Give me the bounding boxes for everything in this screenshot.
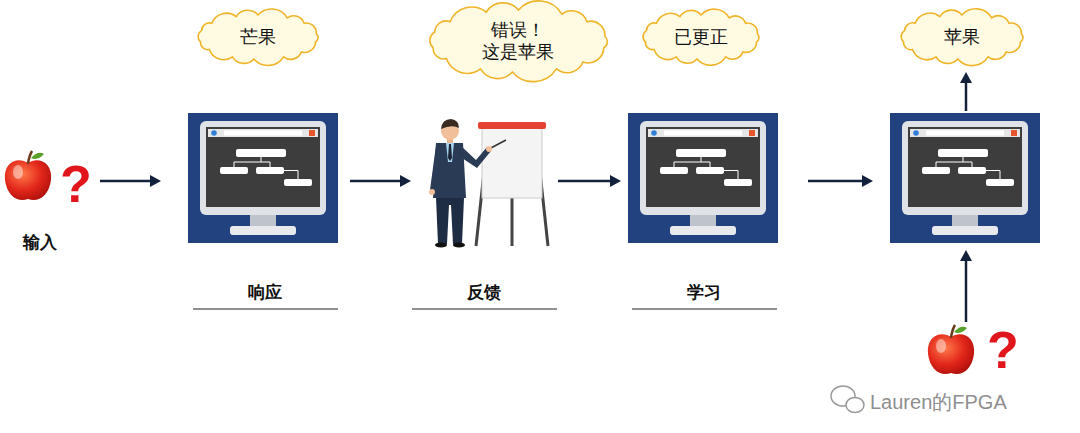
flow-arrow [960,72,972,111]
apple-icon [928,325,974,374]
cloud-outline [643,9,759,65]
speech-cloud: 错误！ 这是苹果 [422,1,615,81]
flow-arrow [558,180,612,183]
teacher-figure [511,195,514,246]
flow-arrow [965,81,968,111]
question-mark: ? [60,153,92,215]
cloud-text: 已更正 [674,26,728,49]
speech-cloud: 苹果 [893,6,1031,68]
teacher-figure [429,189,435,195]
flow-arrow [960,250,972,322]
monitor-icon [890,113,1040,243]
flow-arrow [965,259,968,322]
cloud-text-group: 芒果 [240,26,276,49]
teacher-figure [453,243,465,248]
watermark-icon [846,398,864,413]
caption-underline [193,309,777,310]
flow-arrow [350,175,411,187]
step-caption: 反馈 [467,283,501,303]
flow-arrow [960,250,972,261]
cloud-outline [429,1,606,82]
flow-arrow [100,180,152,183]
caption-underline [632,308,777,309]
teacher-figure [459,146,491,168]
cloud-text-group: 错误！ 这是苹果 [481,19,555,64]
caption-underline [193,308,338,309]
watermark: Lauren的FPGA [870,390,1007,414]
teacher-figure [435,243,447,248]
monitor-icon [628,113,778,243]
teacher-figure [441,119,459,129]
flow-arrow [100,175,161,187]
cloud-text: 错误！ 这是苹果 [481,19,555,64]
teacher-figure [448,144,452,161]
monitor-icon [188,113,338,243]
flow-arrow [808,175,873,187]
monitor-icon [628,113,778,243]
flow-arrow [400,175,411,187]
teacher-figure [446,143,454,162]
cloud-text: 芒果 [240,26,276,49]
teacher-figure [482,128,542,198]
step-caption: 响应 [248,283,282,303]
monitor-icon [188,113,338,243]
flow-arrow [808,180,864,183]
flow-arrow [150,175,161,187]
speech-cloud: 已更正 [635,6,767,68]
speech-cloud: 芒果 [190,6,326,68]
apple-icon [5,151,51,200]
flow-arrow [558,175,621,187]
apple-icon [5,151,51,200]
teacher-figure [478,122,546,129]
teacher-figure [430,145,441,191]
cloud-text-group: 苹果 [944,26,980,49]
flow-arrow [862,175,873,187]
question-mark: ? [987,319,1019,381]
cloud-outline [422,1,615,81]
input-label: 输入 [23,233,57,253]
cloud-outline [198,9,318,66]
teacher-figure [429,119,548,248]
caption-underline [412,308,557,309]
cloud-text: 苹果 [944,26,980,49]
step-caption: 学习 [687,283,721,303]
monitor-icon [890,113,1040,243]
teacher-figure [486,146,492,152]
apple-icon [928,325,974,374]
flow-arrow [350,180,402,183]
watermark-icon [831,386,864,413]
flow-arrow [960,72,972,83]
teacher-figure [436,198,464,244]
cloud-text-group: 已更正 [674,26,728,49]
flow-arrow [610,175,621,187]
cloud-outline [901,9,1023,66]
